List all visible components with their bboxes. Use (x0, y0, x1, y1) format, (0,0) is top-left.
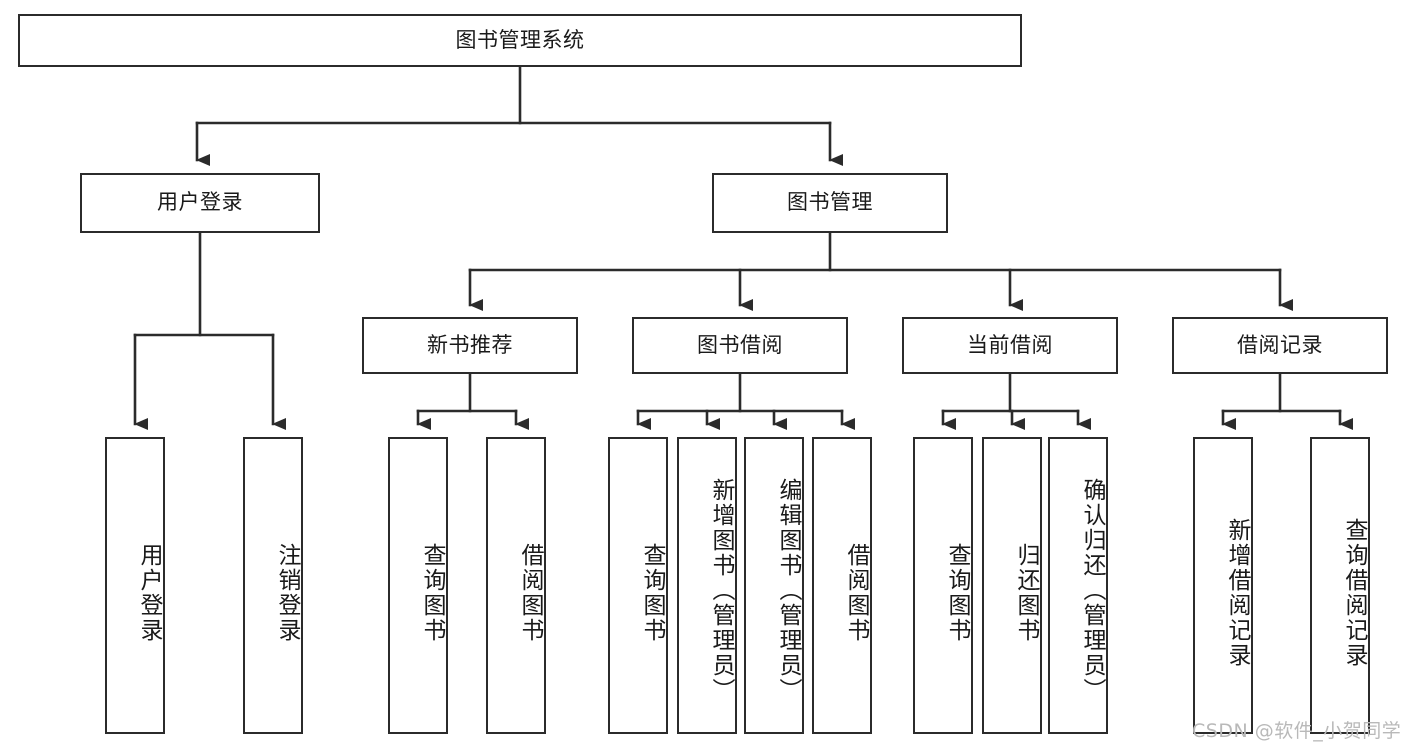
leaf-query-books-current[interactable]: 查询图书 (913, 437, 973, 734)
node-book-borrow[interactable]: 图书借阅 (632, 317, 848, 374)
leaf-confirm-return-admin[interactable]: 确认归还（管理员） (1048, 437, 1108, 734)
leaf-edit-book-admin[interactable]: 编辑图书（管理员） (744, 437, 804, 734)
leaf-query-borrow-record[interactable]: 查询借阅记录 (1310, 437, 1370, 734)
leaf-query-books-new[interactable]: 查询图书 (388, 437, 448, 734)
leaf-borrow-books-new[interactable]: 借阅图书 (486, 437, 546, 734)
leaf-add-book-admin[interactable]: 新增图书（管理员） (677, 437, 737, 734)
node-current-borrow[interactable]: 当前借阅 (902, 317, 1118, 374)
node-book-management[interactable]: 图书管理 (712, 173, 948, 233)
watermark: CSDN @软件_小贺同学 (1192, 720, 1402, 742)
leaf-query-books-borrow[interactable]: 查询图书 (608, 437, 668, 734)
leaf-return-books[interactable]: 归还图书 (982, 437, 1042, 734)
node-new-book-recommend[interactable]: 新书推荐 (362, 317, 578, 374)
node-root[interactable]: 图书管理系统 (18, 14, 1022, 67)
leaf-logout[interactable]: 注销登录 (243, 437, 303, 734)
leaf-user-login[interactable]: 用户登录 (105, 437, 165, 734)
leaf-borrow-books[interactable]: 借阅图书 (812, 437, 872, 734)
node-user-login[interactable]: 用户登录 (80, 173, 320, 233)
leaf-add-borrow-record[interactable]: 新增借阅记录 (1193, 437, 1253, 734)
node-borrow-records[interactable]: 借阅记录 (1172, 317, 1388, 374)
